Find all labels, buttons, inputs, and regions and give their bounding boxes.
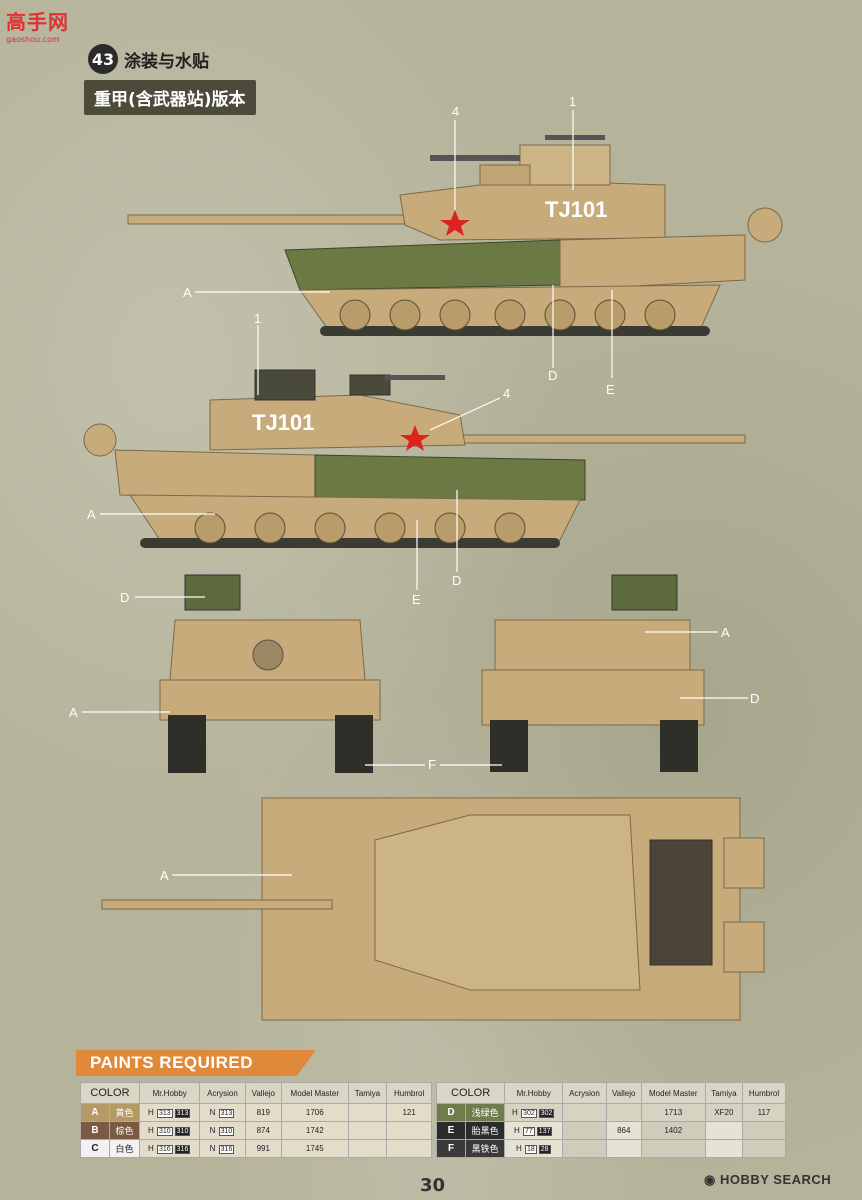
callout-4-b: 4: [503, 386, 511, 401]
step-title: 涂装与水贴: [124, 51, 209, 72]
paint-col-header: Tamiya: [704, 1082, 744, 1104]
callout-f: F: [428, 757, 436, 772]
paint-col-header: COLOR: [80, 1082, 140, 1104]
callout-1-b: 1: [254, 311, 262, 326]
tank-front-view: [159, 574, 381, 773]
callout-d: D: [548, 368, 558, 383]
callout-a-d: A: [721, 625, 730, 640]
paint-col-header: Model Master: [281, 1082, 349, 1104]
callout-a-b: A: [87, 507, 96, 522]
callout-e: E: [606, 382, 615, 397]
callout-a-c: A: [69, 705, 78, 720]
callout-1: 1: [569, 94, 577, 109]
paint-col-header: COLOR: [435, 1082, 506, 1104]
callout-a: A: [183, 285, 192, 300]
callout-lines: [82, 110, 748, 876]
paint-col-header: Humbrol: [386, 1082, 432, 1104]
paint-col-header: Model Master: [640, 1082, 706, 1104]
step-number: 43: [88, 44, 118, 74]
site-watermark: 高手网 gaoshou.com: [6, 10, 69, 44]
callout-e-b: E: [412, 592, 421, 607]
step-header: 43 涂装与水贴: [88, 44, 209, 74]
tank-side-view-right: TJ101: [83, 369, 746, 548]
paint-col-header: Acrysion: [562, 1082, 607, 1104]
paints-required-banner: PAINTS REQUIRED: [76, 1050, 316, 1076]
paint-col-header: Vallejo: [605, 1082, 642, 1104]
tank-rear-view: [481, 574, 705, 772]
tank-top-view: [101, 797, 765, 1021]
paint-col-header: Acrysion: [199, 1082, 246, 1104]
paint-col-header: Tamiya: [347, 1082, 388, 1104]
page-number: 30: [420, 1175, 446, 1196]
paint-col-header: Mr.Hobby: [504, 1082, 564, 1104]
callout-d-b: D: [452, 573, 462, 588]
tank-number-marking-2: TJ101: [252, 410, 314, 435]
footer-brand: ◉ HOBBY SEARCH: [704, 1172, 832, 1187]
paint-col-header: Humbrol: [742, 1082, 786, 1104]
callout-a-e: A: [160, 868, 169, 883]
tank-side-view-left: TJ101: [127, 135, 783, 336]
callout-d-c: D: [120, 590, 130, 605]
callout-d-d: D: [750, 691, 760, 706]
tank-illustrations: TJ101 TJ101: [82, 110, 783, 1021]
version-label: 重甲(含武器站)版本: [84, 80, 256, 115]
paint-col-header: Vallejo: [244, 1082, 283, 1104]
paint-col-header: Mr.Hobby: [138, 1082, 201, 1104]
callout-4: 4: [452, 104, 460, 119]
tank-number-marking: TJ101: [545, 197, 607, 222]
